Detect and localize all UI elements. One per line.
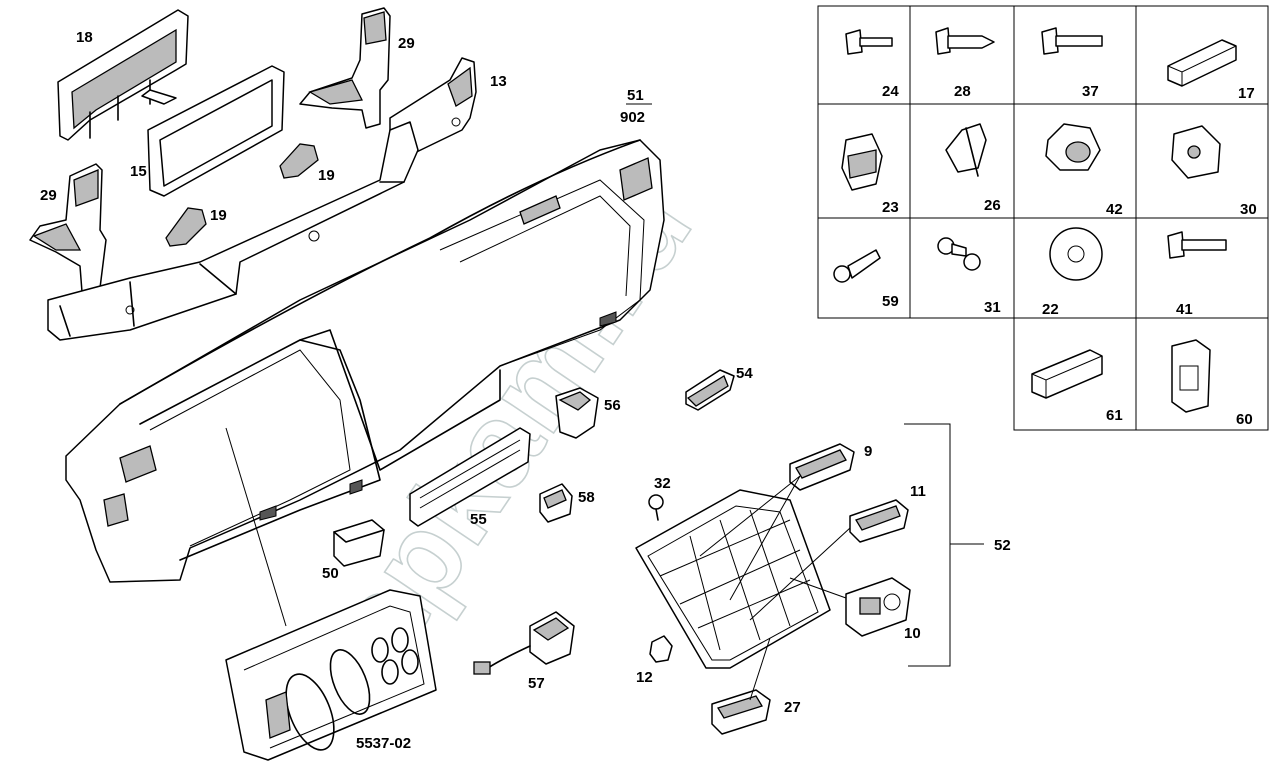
part-29-bracket-left <box>29 163 107 293</box>
part-27-switch <box>711 689 771 735</box>
screw-28-icon <box>935 27 995 55</box>
bracket-group-52 <box>904 423 984 667</box>
label-56: 56 <box>604 397 621 414</box>
screw-37-icon <box>1041 27 1103 55</box>
leaders-switch-group <box>699 475 851 701</box>
part-54-switch <box>685 369 735 411</box>
part-57-connector <box>473 611 575 675</box>
part-52-switch-panel <box>635 489 831 669</box>
label-902: 902 <box>620 109 645 126</box>
label-13: 13 <box>490 73 507 90</box>
grid-label-22: 22 <box>1042 301 1059 318</box>
fastener-grid <box>817 5 1269 431</box>
clip-26-icon <box>945 123 987 177</box>
screw-41-icon <box>1167 231 1227 259</box>
part-18-frame <box>57 9 189 141</box>
label-52: 52 <box>994 537 1011 554</box>
part-56-switch-block <box>555 387 599 439</box>
label-58: 58 <box>578 489 595 506</box>
part-9-switch <box>789 443 855 491</box>
grid-label-24: 24 <box>882 83 899 100</box>
block-61-icon <box>1031 349 1103 399</box>
clip-23-icon <box>841 133 883 191</box>
part-19-clip-a <box>279 143 319 179</box>
part-15-panel <box>147 65 285 197</box>
label-27: 27 <box>784 699 801 716</box>
label-32: 32 <box>654 475 671 492</box>
part-50-block <box>333 519 385 567</box>
grid-label-26: 26 <box>984 197 1001 214</box>
crossmember-beam <box>47 121 419 341</box>
dashboard-body <box>65 139 665 583</box>
grid-label-61: 61 <box>1106 407 1123 424</box>
grid-label-17: 17 <box>1238 85 1255 102</box>
label-12: 12 <box>636 669 653 686</box>
screw-24-icon <box>845 29 893 55</box>
grid-label-59: 59 <box>882 293 899 310</box>
grid-label-42: 42 <box>1106 201 1123 218</box>
grid-label-30: 30 <box>1240 201 1257 218</box>
grid-label-37: 37 <box>1082 83 1099 100</box>
part-19-clip-b <box>165 207 207 247</box>
part-29-bracket-top <box>299 7 391 129</box>
part-labels: 18 29 13 51 902 15 19 29 19 54 56 58 55 … <box>40 29 1257 752</box>
label-10: 10 <box>904 625 921 642</box>
part-11-switch <box>849 499 909 543</box>
label-55: 55 <box>470 511 487 528</box>
grid-label-28: 28 <box>954 83 971 100</box>
label-19-b: 19 <box>210 207 227 224</box>
clip-60-icon <box>1171 339 1211 413</box>
label-5537-02: 5537-02 <box>356 735 411 752</box>
part-12-clip <box>649 635 673 663</box>
label-19-a: 19 <box>318 167 335 184</box>
label-50: 50 <box>322 565 339 582</box>
leader-cluster <box>225 427 287 627</box>
label-15: 15 <box>130 163 147 180</box>
block-17-icon <box>1167 39 1237 87</box>
part-10-switch <box>845 577 911 637</box>
label-29-left: 29 <box>40 187 57 204</box>
washer-22-icon <box>1049 227 1103 281</box>
label-11: 11 <box>910 483 926 500</box>
grid-label-60: 60 <box>1236 411 1253 428</box>
part-32-fastener <box>648 494 664 521</box>
grid-label-31: 31 <box>984 299 1001 316</box>
clip-30-icon <box>1171 125 1221 179</box>
part-55-panel-strip <box>409 427 531 527</box>
label-51: 51 <box>627 87 644 104</box>
label-18: 18 <box>76 29 93 46</box>
pin-31-icon <box>937 237 981 271</box>
label-29-top: 29 <box>398 35 415 52</box>
grid-label-41: 41 <box>1176 301 1193 318</box>
nut-42-icon <box>1045 123 1101 171</box>
label-54: 54 <box>736 365 753 382</box>
part-58-button <box>539 483 573 523</box>
grid-label-23: 23 <box>882 199 899 216</box>
label-57: 57 <box>528 675 545 692</box>
bolt-59-icon <box>833 249 881 283</box>
label-9: 9 <box>864 443 872 460</box>
instrument-cluster <box>225 589 437 761</box>
